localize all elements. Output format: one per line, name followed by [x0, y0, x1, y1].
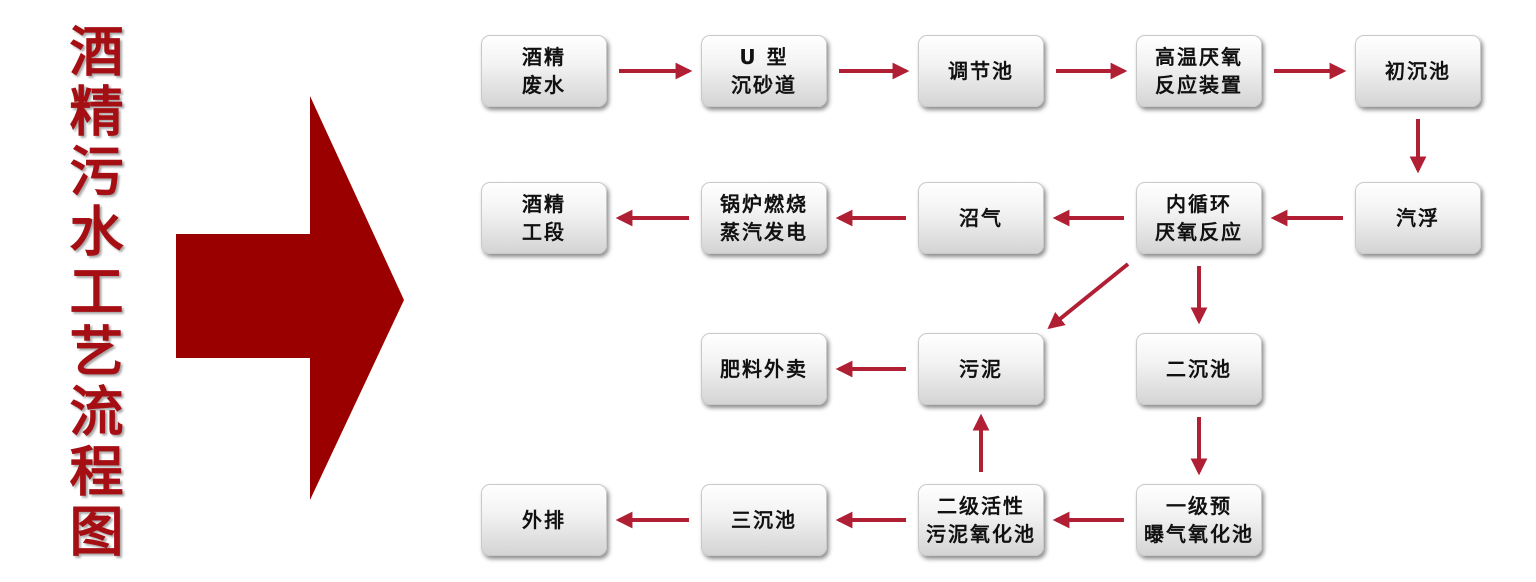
node-label: 调节池 — [948, 59, 1014, 83]
node-label: 内循环 厌氧反应 — [1155, 192, 1243, 244]
node-label: 一级预 曝气氧化池 — [1144, 494, 1254, 546]
edge-group — [615, 62, 1427, 529]
node-thermophilic-anaerobic-reactor[interactable]: 高温厌氧 反应装置 — [1136, 35, 1262, 107]
node-label: 初沉池 — [1385, 59, 1451, 83]
node-label: U 型 沉砂道 — [731, 45, 797, 97]
node-primary-preaeration-tank[interactable]: 一级预 曝气氧化池 — [1136, 484, 1262, 556]
node-boiler-steam-power[interactable]: 锅炉燃烧 蒸汽发电 — [701, 182, 827, 254]
node-label: 高温厌氧 反应装置 — [1155, 45, 1243, 97]
node-secondary-activated-sludge-tank[interactable]: 二级活性 污泥氧化池 — [918, 484, 1044, 556]
node-label: 二沉池 — [1166, 357, 1232, 381]
node-tertiary-clarifier[interactable]: 三沉池 — [701, 484, 827, 556]
node-label: 三沉池 — [731, 508, 797, 532]
node-biogas[interactable]: 沼气 — [918, 182, 1044, 254]
node-equalization-tank[interactable]: 调节池 — [918, 35, 1044, 107]
node-sludge[interactable]: 污泥 — [918, 333, 1044, 405]
node-alcohol-section[interactable]: 酒精 工段 — [481, 182, 607, 254]
connector-arrow-n7-n12 — [1047, 262, 1130, 330]
node-secondary-clarifier[interactable]: 二沉池 — [1136, 333, 1262, 405]
node-primary-clarifier[interactable]: 初沉池 — [1355, 35, 1481, 107]
node-air-flotation[interactable]: 汽浮 — [1355, 182, 1481, 254]
node-label: 酒精 工段 — [522, 192, 566, 244]
big-right-arrow-shape — [176, 96, 404, 500]
node-label: 二级活性 污泥氧化池 — [926, 494, 1036, 546]
node-label: 汽浮 — [1396, 206, 1440, 230]
node-label: 外排 — [522, 508, 566, 532]
node-label: 沼气 — [959, 206, 1003, 230]
node-fertilizer-sale[interactable]: 肥料外卖 — [701, 333, 827, 405]
node-internal-circulation-anaerobic[interactable]: 内循环 厌氧反应 — [1136, 182, 1262, 254]
node-u-grit-channel[interactable]: U 型 沉砂道 — [701, 35, 827, 107]
node-label: 酒精 废水 — [522, 45, 566, 97]
node-alcohol-wastewater[interactable]: 酒精 废水 — [481, 35, 607, 107]
big-right-arrow — [176, 96, 404, 500]
node-label: 肥料外卖 — [720, 357, 808, 381]
node-label: 污泥 — [959, 357, 1003, 381]
diagram-title: 酒精污水工艺流程图 — [60, 23, 124, 563]
node-discharge[interactable]: 外排 — [481, 484, 607, 556]
node-label: 锅炉燃烧 蒸汽发电 — [720, 192, 808, 244]
